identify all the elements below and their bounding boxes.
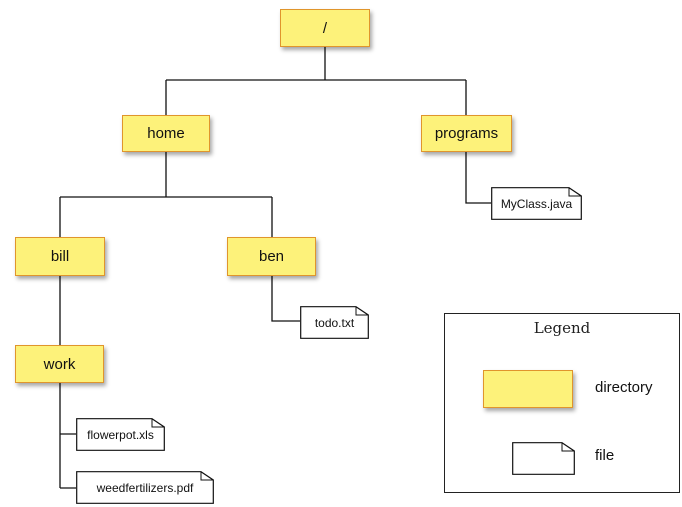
directory-work: work xyxy=(15,345,104,383)
file-flowerpot: flowerpot.xls xyxy=(76,418,165,451)
legend-directory-label: directory xyxy=(595,379,653,396)
legend-directory-swatch xyxy=(483,370,573,408)
connector-ben-todo xyxy=(271,276,300,322)
file-label: MyClass.java xyxy=(500,196,573,211)
connector-work-files xyxy=(59,383,76,489)
directory-label: home xyxy=(147,125,185,142)
directory-label: ben xyxy=(258,248,285,265)
connector-programs-myclass xyxy=(465,152,491,204)
directory-root: / xyxy=(280,9,370,47)
directory-label: work xyxy=(43,355,76,373)
legend-file-label: file xyxy=(595,447,615,464)
legend-box: Legend directory file xyxy=(444,313,680,493)
file-icon xyxy=(491,187,582,220)
file-icon xyxy=(76,418,165,451)
file-icon xyxy=(512,442,575,475)
directory-label: bill xyxy=(50,248,70,265)
directory-bill: bill xyxy=(15,237,105,276)
directory-label: / xyxy=(322,19,328,37)
file-myclass: MyClass.java xyxy=(491,187,582,220)
file-icon xyxy=(300,306,369,339)
file-label: todo.txt xyxy=(314,315,355,330)
file-icon xyxy=(76,471,214,504)
directory-label: programs xyxy=(434,125,499,142)
legend-title: Legend xyxy=(533,319,591,337)
file-label: weedfertilizers.pdf xyxy=(96,480,194,495)
connector-root-children xyxy=(165,47,467,115)
file-label: flowerpot.xls xyxy=(87,427,154,442)
file-weedfertilizers: weedfertilizers.pdf xyxy=(76,471,214,504)
directory-home: home xyxy=(122,115,210,152)
directory-ben: ben xyxy=(227,237,316,276)
directory-programs: programs xyxy=(421,115,512,152)
file-todo: todo.txt xyxy=(300,306,369,339)
connector-home-children xyxy=(59,152,273,237)
legend-file-swatch xyxy=(512,442,575,475)
